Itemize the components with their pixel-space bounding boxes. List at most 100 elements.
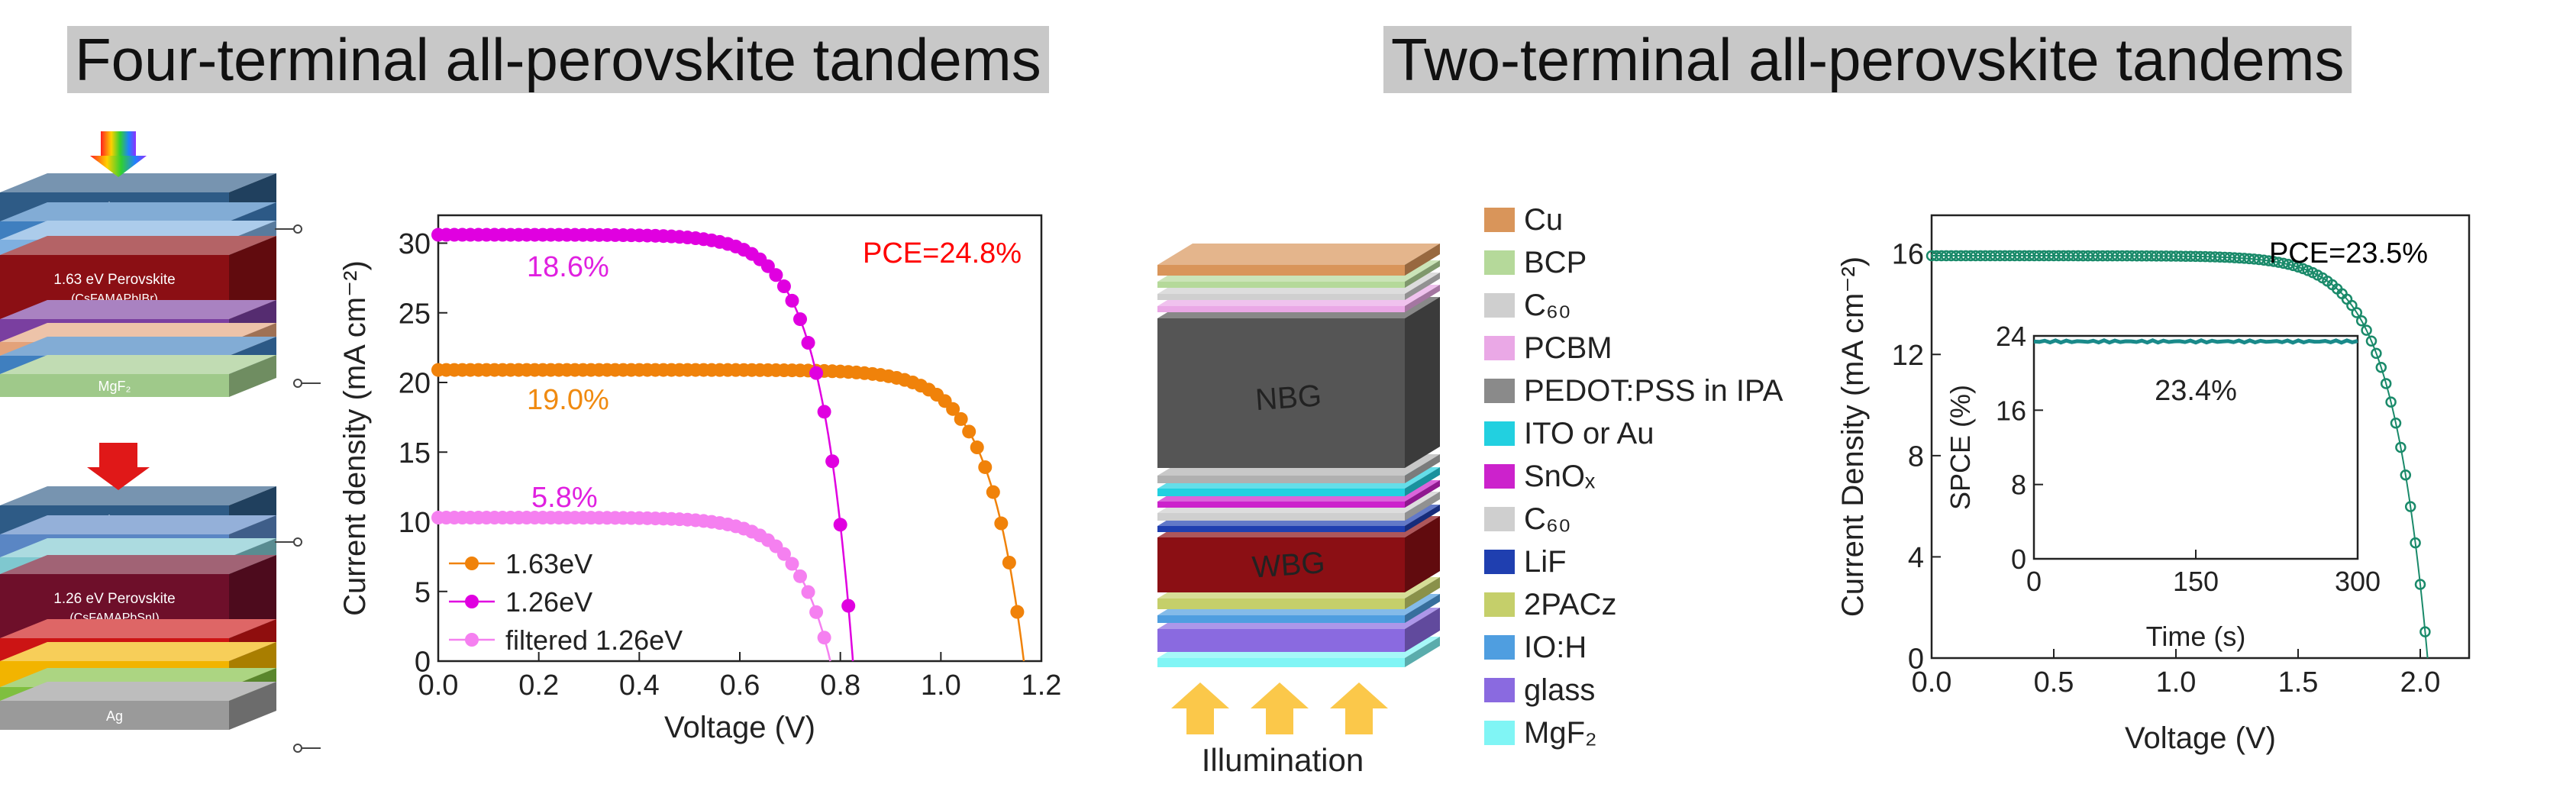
legend-label: Cu — [1524, 203, 1563, 237]
data-point — [2404, 501, 2416, 512]
data-point — [2355, 315, 2368, 327]
y-axis-label: Current Density (mA cm⁻²) — [1836, 257, 1870, 617]
x-axis-label: Voltage (V) — [2125, 721, 2276, 755]
x-tick-label: 1.0 — [2156, 666, 2197, 699]
illumination-arrow-shaft — [1266, 708, 1293, 734]
y-axis-label: SPCE (%) — [1945, 385, 1976, 510]
x-tick-label: 0.8 — [820, 670, 860, 702]
layer-label: Ag — [106, 708, 123, 724]
layer-side-face — [229, 682, 276, 730]
legend-swatch — [1484, 293, 1515, 318]
legend-label: PCBM — [1524, 331, 1612, 365]
x-tick-label: 1.0 — [921, 670, 961, 702]
data-point — [841, 599, 856, 613]
data-point — [2410, 537, 2421, 549]
layer-label: 1.26 eV Perovskite — [53, 591, 175, 607]
x-axis-label: Time (s) — [2146, 621, 2246, 652]
wbg-block-front — [1157, 537, 1405, 592]
layer-pedot-thin-front — [1157, 476, 1405, 483]
nbg-block-front — [1157, 318, 1405, 468]
layer-lif-side — [1405, 505, 1440, 532]
annotation-pce: PCE=24.8% — [863, 237, 1022, 269]
x-tick-label: 0.5 — [2034, 666, 2074, 699]
data-point — [760, 259, 775, 273]
data-point — [809, 605, 824, 619]
layer-glass-front — [1157, 629, 1405, 652]
layer-c60-lower-front — [1157, 513, 1405, 521]
data-point — [833, 518, 847, 532]
x-tick-label: 0.6 — [720, 670, 760, 702]
layer-pcbm-front — [1157, 306, 1405, 312]
y-tick-label: 24 — [1996, 321, 2026, 352]
title-four-terminal: Four-terminal all-perovskite tandems — [67, 26, 1049, 93]
terminal-circle — [293, 379, 302, 388]
data-point — [2419, 626, 2431, 637]
series-2 — [431, 511, 831, 662]
x-tick-label: 0.2 — [518, 670, 559, 702]
terminal-circle — [293, 224, 302, 234]
legend-swatch — [1484, 507, 1515, 531]
data-point — [817, 405, 831, 419]
filtered-light-arrow-shaft — [99, 443, 137, 467]
x-tick-label: 150 — [2173, 566, 2219, 597]
layer-c60-lower-side — [1405, 492, 1440, 521]
light-arrow-shaft — [101, 131, 136, 156]
legend-label: C₆₀ — [1524, 289, 1571, 322]
legend-swatch — [1484, 208, 1515, 232]
data-point — [2390, 418, 2402, 429]
data-point — [776, 547, 791, 561]
layer-top-face — [0, 538, 276, 557]
layer-top-face — [0, 642, 276, 661]
layer-snox-front — [1157, 502, 1405, 508]
data-point — [986, 485, 1000, 499]
inset-series-line — [2033, 338, 2358, 345]
plot-frame — [1930, 214, 2471, 660]
y-tick-label: 16 — [1996, 395, 2026, 426]
data-point — [776, 279, 791, 294]
layer-lif-front — [1157, 526, 1405, 532]
data-point — [769, 268, 783, 282]
data-point — [2400, 469, 2412, 481]
four-terminal-top-stack: GlassIOHSnO₂1.63 eV Perovskite(CsFAMAPbI… — [0, 131, 321, 397]
y-tick-label: 0 — [2011, 544, 2026, 575]
data-point — [2277, 257, 2290, 269]
legend-swatch — [1484, 635, 1515, 660]
y-tick-label: 0 — [415, 647, 431, 679]
data-point — [801, 336, 815, 350]
layer-ioh-front — [1157, 615, 1405, 623]
annotation-eff-1-63: 19.0% — [527, 384, 609, 416]
legend-label: IO:H — [1524, 631, 1587, 664]
title-two-terminal: Two-terminal all-perovskite tandems — [1383, 26, 2352, 93]
y-tick-label: 30 — [399, 228, 431, 260]
layer-glass-side — [1405, 608, 1440, 652]
legend-swatch — [1484, 592, 1515, 617]
layer-mgf2-front — [1157, 658, 1405, 667]
illumination-label: Illumination — [1202, 742, 1364, 778]
data-point — [2380, 378, 2392, 389]
data-point — [785, 557, 799, 571]
data-point — [801, 585, 815, 599]
layer-pcbm-side — [1405, 285, 1440, 312]
wbg-block-side — [1405, 516, 1440, 592]
legend-swatch — [1484, 678, 1515, 702]
data-point — [2371, 347, 2382, 360]
layer-top-face — [0, 173, 276, 192]
data-point — [793, 569, 807, 583]
data-point — [817, 631, 831, 645]
y-tick-label: 12 — [1892, 340, 1924, 372]
illumination-arrow-shaft — [1186, 708, 1214, 734]
wbg-label: WBG — [1251, 546, 1326, 585]
data-point — [1010, 605, 1025, 619]
legend-swatch — [1484, 336, 1515, 360]
layer-snox-side — [1405, 480, 1440, 508]
nbg-block-side — [1405, 297, 1440, 468]
layer-ito-front — [1157, 489, 1405, 496]
data-point — [2361, 324, 2372, 336]
terminal-circle — [293, 537, 302, 547]
data-point — [2365, 335, 2377, 347]
x-tick-label: 0 — [2026, 566, 2042, 597]
y-tick-label: 0 — [1908, 644, 1924, 676]
